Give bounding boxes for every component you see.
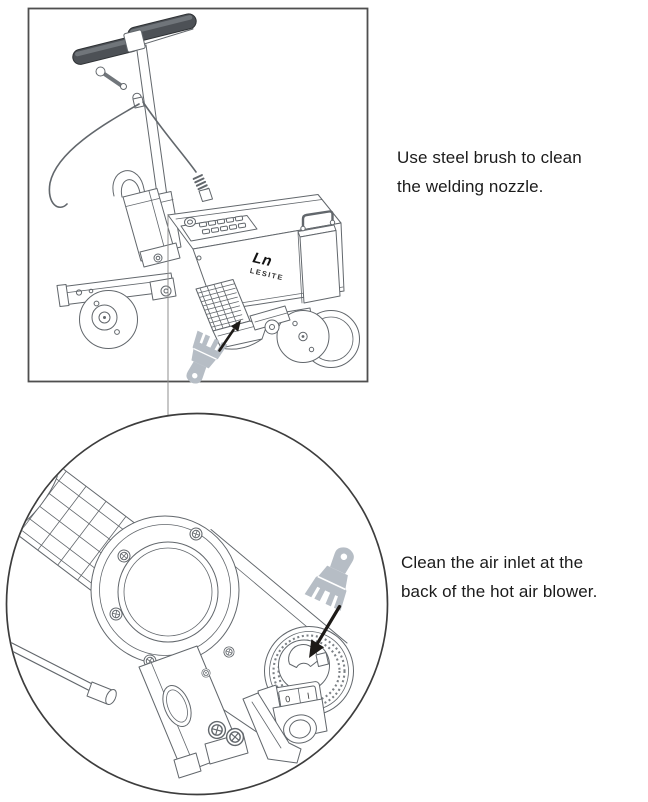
switch-off-label: 0 bbox=[284, 694, 291, 705]
power-cord-inlet bbox=[283, 714, 317, 744]
electrical-box bbox=[297, 210, 341, 304]
top-caption: Use steel brush to clean the welding noz… bbox=[397, 143, 582, 201]
top-caption-line2: the welding nozzle. bbox=[397, 177, 544, 196]
blower-detail-figure: 0 I bbox=[5, 412, 389, 796]
top-caption-line1: Use steel brush to clean bbox=[397, 148, 582, 167]
bottom-caption: Clean the air inlet at the back of the h… bbox=[401, 548, 597, 606]
air-inlet-pointer-arrow bbox=[309, 604, 342, 658]
drive-linkage bbox=[149, 277, 177, 301]
brand-logo-mark: Ln bbox=[251, 249, 274, 270]
rear-handle bbox=[301, 210, 334, 232]
panel-buttons bbox=[198, 215, 247, 235]
cable-strain-relief bbox=[192, 174, 210, 194]
mounting-bracket bbox=[138, 645, 302, 779]
air-inlet-perforation bbox=[272, 634, 346, 708]
switch-on-label: I bbox=[306, 691, 310, 701]
adjustment-lever bbox=[95, 66, 127, 90]
bottom-caption-line2: back of the hot air blower. bbox=[401, 582, 598, 601]
rear-wheels bbox=[276, 307, 360, 368]
nozzle-pointer-arrow bbox=[218, 320, 241, 352]
hot-air-blower-unit bbox=[112, 170, 181, 268]
power-cable bbox=[48, 92, 213, 209]
machine-deck bbox=[167, 194, 342, 250]
welding-machine-illustration: Ln LESITE bbox=[48, 13, 360, 391]
bottom-caption-line1: Clean the air inlet at the bbox=[401, 553, 584, 572]
t-handle bbox=[72, 13, 197, 65]
motor-flange bbox=[90, 515, 240, 670]
support-rod bbox=[7, 641, 117, 705]
welding-machine-figure: Ln LESITE bbox=[27, 7, 369, 424]
control-panel bbox=[180, 215, 258, 242]
front-wheel bbox=[79, 290, 138, 349]
blower-detail-illustration: 0 I bbox=[7, 461, 367, 779]
